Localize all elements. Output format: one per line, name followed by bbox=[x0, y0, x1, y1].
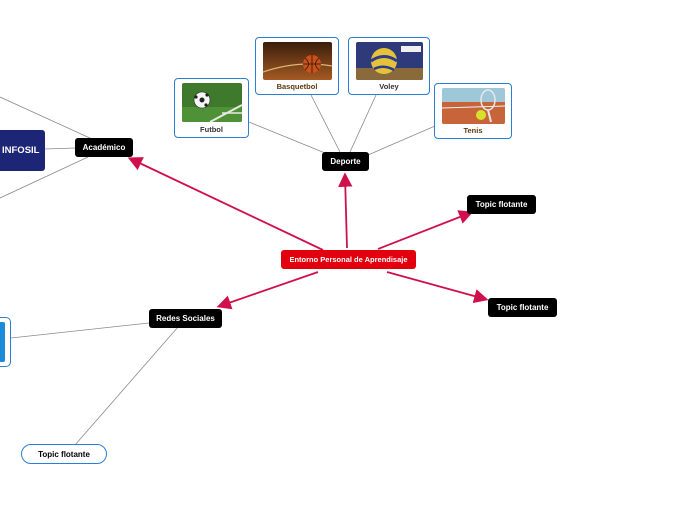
line-academico-infosil bbox=[44, 147, 77, 150]
node-academico[interactable]: Académico bbox=[75, 138, 133, 157]
card-futbol[interactable]: Futbol bbox=[174, 78, 249, 138]
node-topic-flotante-2[interactable]: Topic flotante bbox=[488, 298, 557, 317]
central-topic-label: Entorno Personal de Aprendisaje bbox=[289, 255, 408, 264]
card-basquetbol[interactable]: Basquetbol bbox=[255, 37, 339, 95]
node-deporte[interactable]: Deporte bbox=[322, 152, 369, 171]
line-deporte-tenis bbox=[367, 125, 436, 156]
card-tenis[interactable]: Tenis bbox=[434, 83, 512, 139]
line-redes-left bbox=[10, 322, 150, 339]
central-topic[interactable]: Entorno Personal de Aprendisaje bbox=[281, 250, 416, 269]
deporte-label: Deporte bbox=[330, 157, 361, 166]
line-deporte-futbol bbox=[248, 121, 326, 154]
arrow-to-topic-2 bbox=[386, 271, 489, 304]
basquetbol-image bbox=[263, 42, 332, 80]
redes-sociales-label: Redes Sociales bbox=[156, 314, 215, 323]
line-deporte-basquetbol bbox=[310, 94, 341, 153]
node-redes-sociales[interactable]: Redes Sociales bbox=[149, 309, 222, 328]
arrow-to-deporte bbox=[338, 172, 353, 249]
infosil-label: INFOSIL bbox=[2, 145, 40, 156]
line-deporte-voley bbox=[349, 94, 377, 153]
topic-flotante-2-label: Topic flotante bbox=[496, 303, 549, 312]
arrow-to-academico bbox=[127, 157, 324, 251]
tenis-label: Tenis bbox=[463, 126, 483, 135]
voley-image bbox=[356, 42, 423, 80]
arrow-to-redes bbox=[216, 271, 319, 310]
arrow-to-topic-1 bbox=[377, 210, 474, 250]
tenis-image bbox=[442, 88, 505, 124]
topic-flotante-3-label: Topic flotante bbox=[38, 449, 90, 459]
futbol-image bbox=[182, 83, 242, 122]
node-topic-flotante-3[interactable]: Topic flotante bbox=[21, 444, 107, 464]
offscreen-social-node[interactable] bbox=[0, 317, 11, 367]
basquetbol-label: Basquetbol bbox=[276, 82, 318, 91]
futbol-label: Futbol bbox=[200, 125, 223, 134]
line-redes-topic bbox=[74, 326, 179, 446]
card-voley[interactable]: Voley bbox=[348, 37, 430, 95]
line-academico-offscreen-bottom bbox=[0, 156, 89, 199]
voley-label: Voley bbox=[379, 82, 399, 91]
academico-label: Académico bbox=[82, 143, 126, 152]
infosil-logo[interactable]: INFOSIL bbox=[0, 130, 45, 171]
topic-flotante-1-label: Topic flotante bbox=[475, 200, 528, 209]
social-image-thumbnail bbox=[0, 322, 5, 362]
line-academico-offscreen-top bbox=[0, 96, 93, 140]
node-topic-flotante-1[interactable]: Topic flotante bbox=[467, 195, 536, 214]
